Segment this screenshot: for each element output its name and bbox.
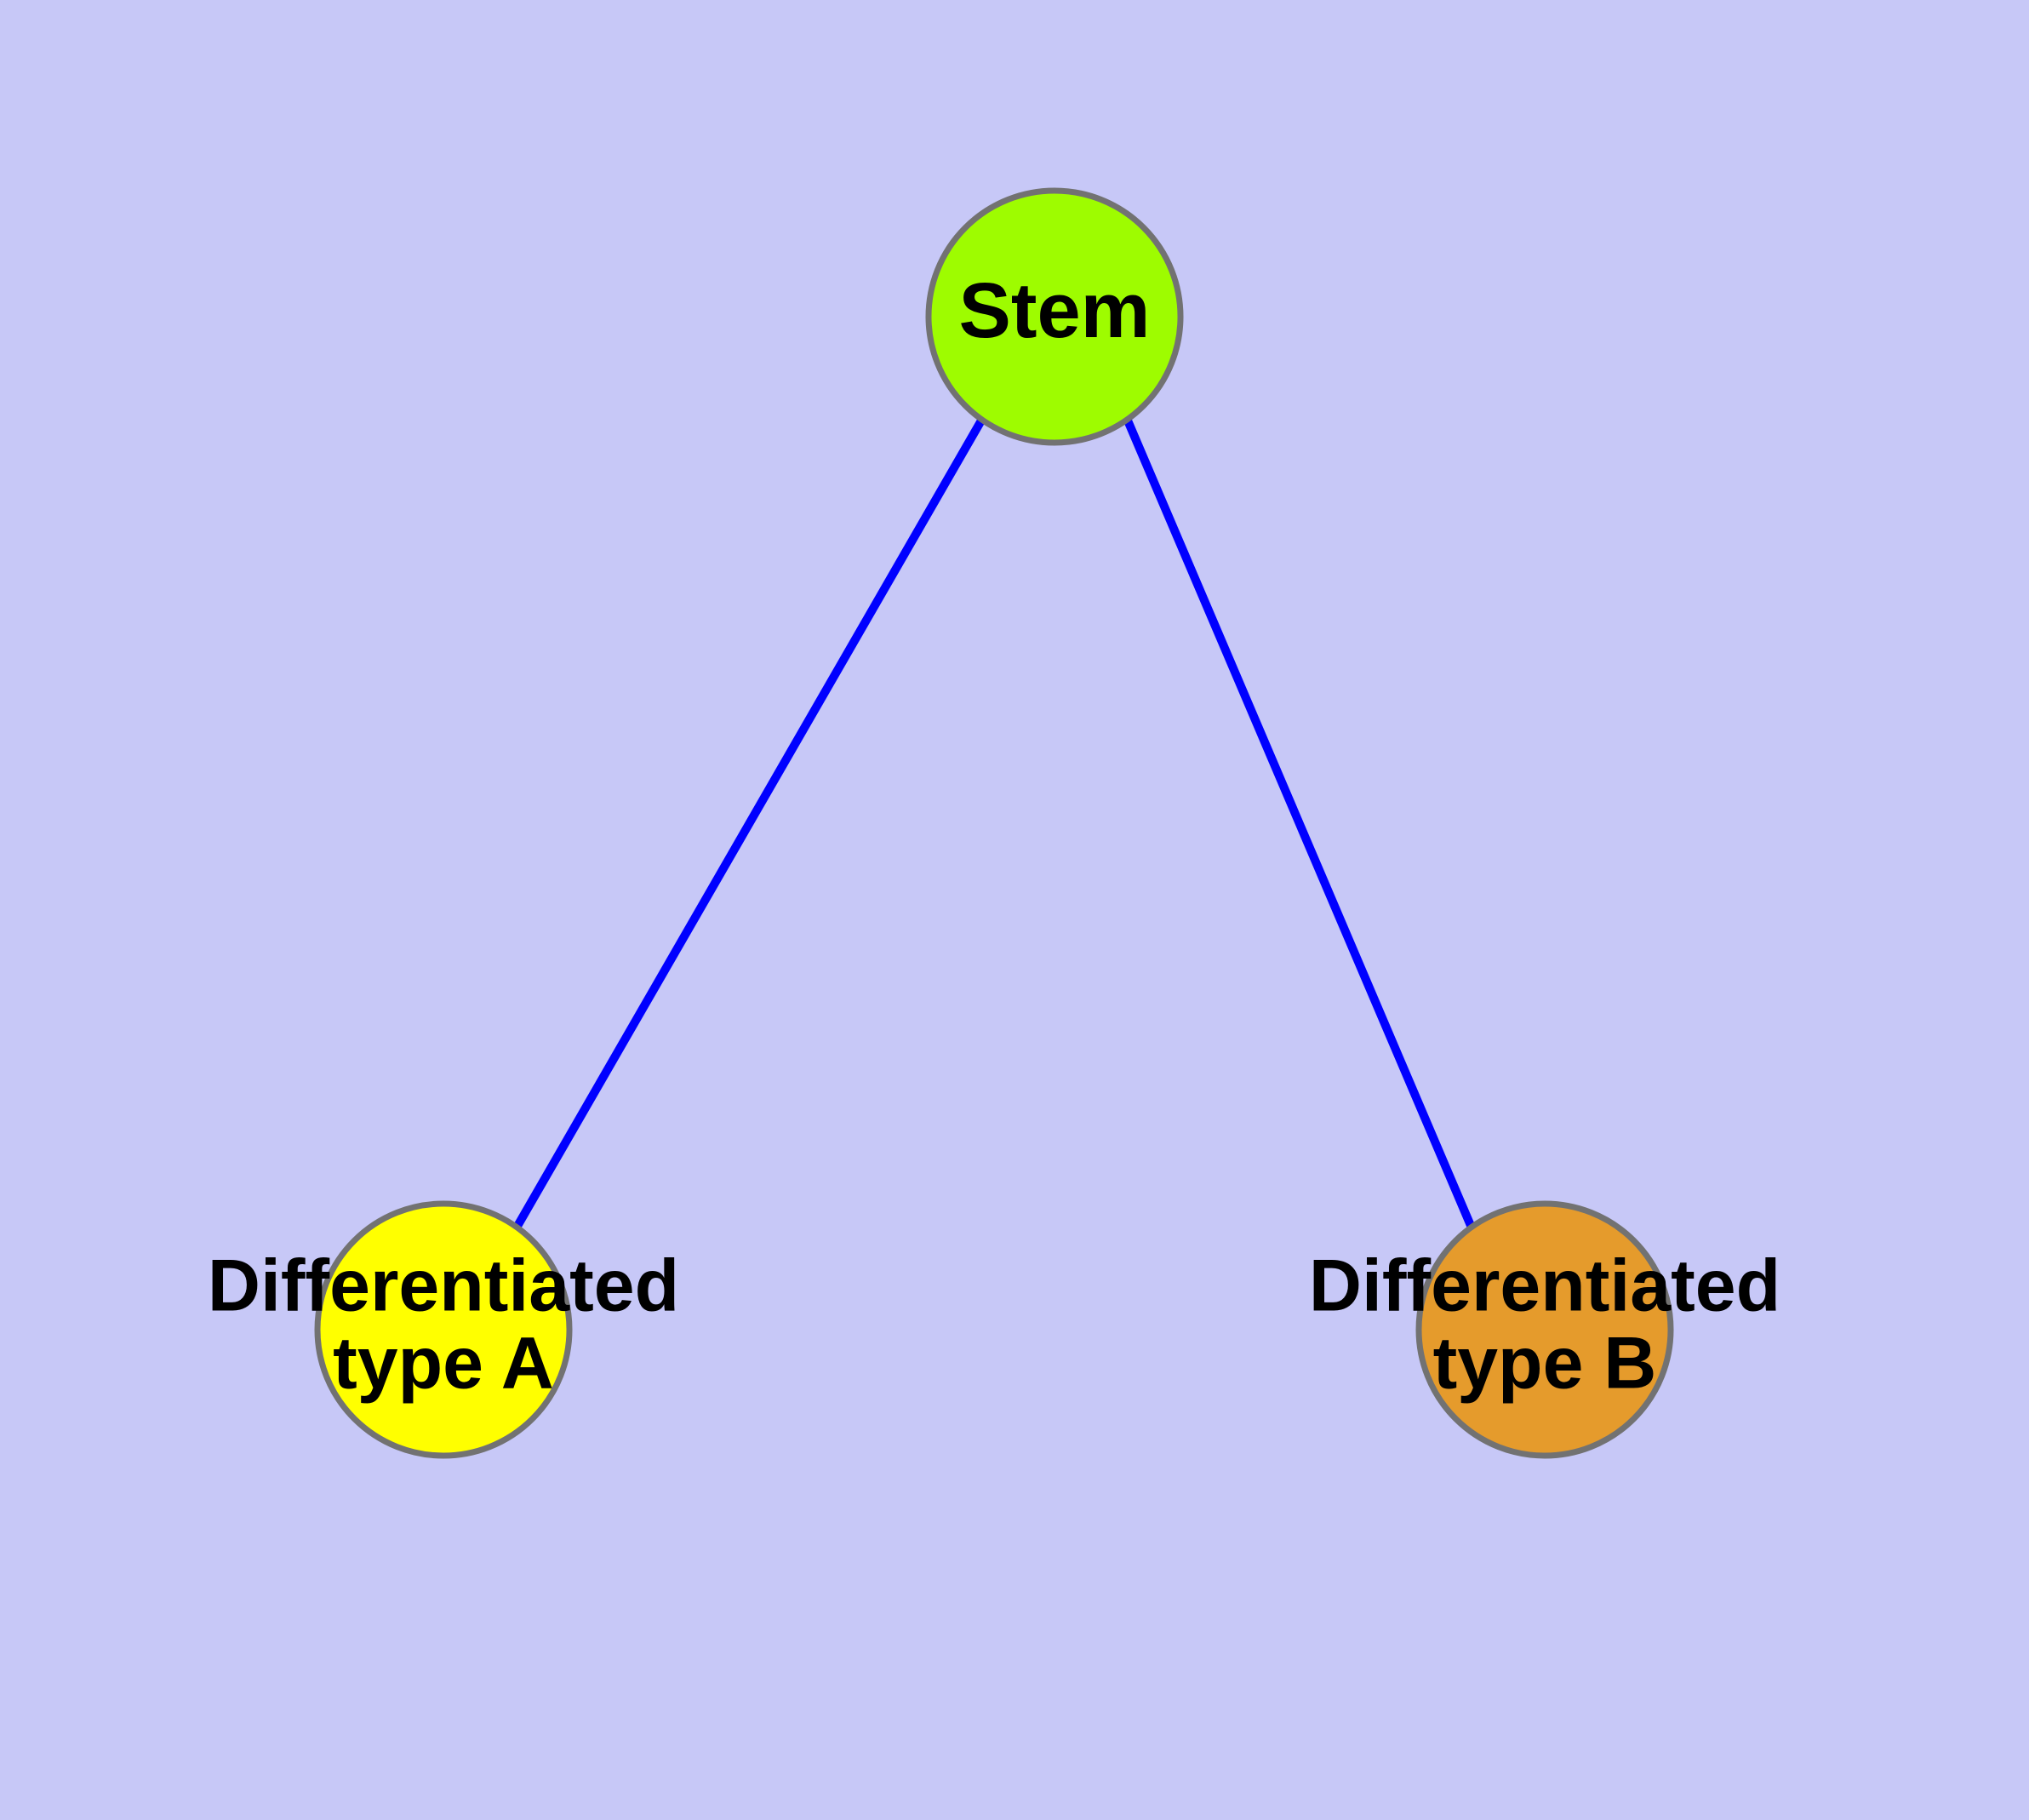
nodes-group [314,187,1674,1459]
node-label-line: Stem [959,267,1151,354]
node-label-line: Differentiated [208,1245,679,1326]
node-label-line: type B [1433,1322,1657,1404]
node-diff_b[interactable] [1415,1200,1674,1459]
edge-stem-to-a [512,418,986,1230]
node-label-line: type A [333,1322,554,1404]
node-diff_a[interactable] [314,1200,573,1459]
node-label-line: Differentiated [1309,1245,1780,1326]
edge-stem-to-b [1123,419,1476,1229]
node-stem[interactable] [925,187,1184,446]
edges-group [512,418,1476,1230]
node-label-stem: Stem [959,267,1151,354]
